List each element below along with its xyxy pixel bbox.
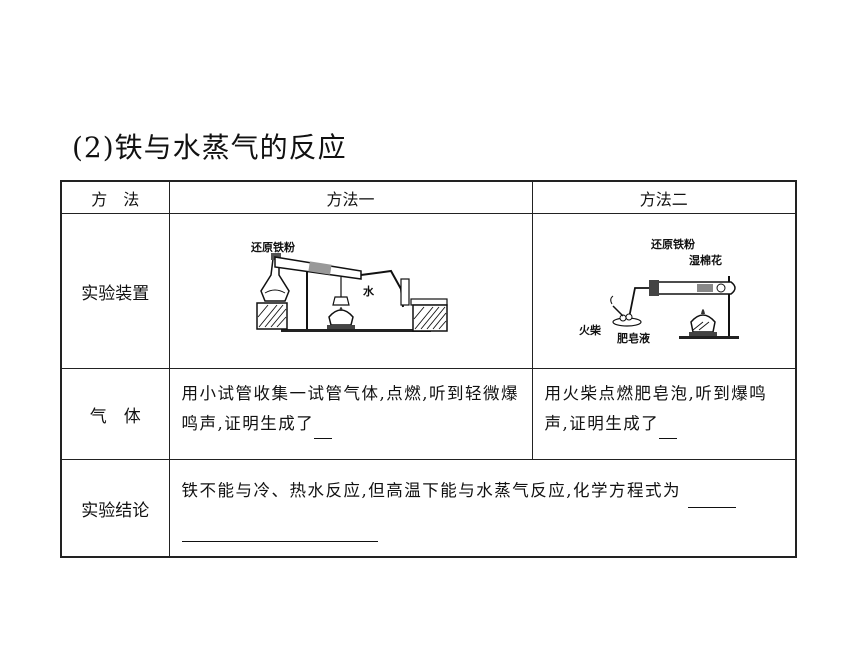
answer-blank[interactable] bbox=[659, 420, 678, 439]
gas-method-1: 用小试管收集一试管气体,点燃,听到轻微爆鸣声,证明生成了 bbox=[168, 368, 533, 460]
header-row: 方 法 方法一 方法二 bbox=[60, 180, 797, 214]
apparatus-row: 实验装置 bbox=[60, 213, 797, 369]
equation-blank-line-2[interactable] bbox=[181, 523, 378, 542]
apparatus-method-2: 还原铁粉 湿棉花 火柴 肥皂液 bbox=[531, 213, 797, 369]
label-water: 水 bbox=[363, 284, 375, 298]
gas-method-2-text: 用火柴点燃肥皂泡,听到爆鸣声,证明生成了 bbox=[544, 384, 768, 433]
apparatus-method-1: 还原铁粉 水 bbox=[168, 213, 533, 369]
label-wet-cotton: 湿棉花 bbox=[689, 253, 722, 267]
label-reduced-iron-powder: 还原铁粉 bbox=[650, 237, 695, 251]
gas-method-2: 用火柴点燃肥皂泡,听到爆鸣声,证明生成了 bbox=[531, 368, 797, 460]
gas-method-1-text: 用小试管收集一试管气体,点燃,听到轻微爆鸣声,证明生成了 bbox=[181, 384, 519, 433]
conclusion-label: 实验结论 bbox=[60, 459, 170, 558]
label-soap-solution: 肥皂液 bbox=[617, 331, 651, 345]
header-method-1: 方法一 bbox=[168, 180, 533, 214]
apparatus-label: 实验装置 bbox=[60, 213, 170, 369]
section-title: (2)铁与水蒸气的反应 bbox=[72, 131, 347, 164]
gas-row: 气 体 用小试管收集一试管气体,点燃,听到轻微爆鸣声,证明生成了 用火柴点燃肥皂… bbox=[60, 368, 797, 460]
conclusion-text: 铁不能与冷、热水反应,但高温下能与水蒸气反应,化学方程式为 bbox=[181, 481, 681, 500]
label-reduced-iron-powder: 还原铁粉 bbox=[251, 241, 295, 254]
header-method-2: 方法二 bbox=[531, 180, 797, 214]
experiment-table: 方 法 方法一 方法二 实验装置 bbox=[60, 180, 797, 558]
method-1-apparatus-diagram: 还原铁粉 水 bbox=[251, 241, 448, 332]
conclusion-cell: 铁不能与冷、热水反应,但高温下能与水蒸气反应,化学方程式为 bbox=[168, 459, 797, 558]
header-method: 方 法 bbox=[60, 180, 170, 214]
answer-blank[interactable] bbox=[314, 420, 333, 439]
conclusion-row: 实验结论 铁不能与冷、热水反应,但高温下能与水蒸气反应,化学方程式为 bbox=[60, 459, 797, 558]
gas-label: 气 体 bbox=[60, 368, 170, 460]
equation-blank[interactable] bbox=[687, 489, 736, 508]
label-match: 火柴 bbox=[579, 323, 602, 337]
method-2-apparatus-diagram: 还原铁粉 湿棉花 火柴 肥皂液 bbox=[579, 237, 739, 345]
